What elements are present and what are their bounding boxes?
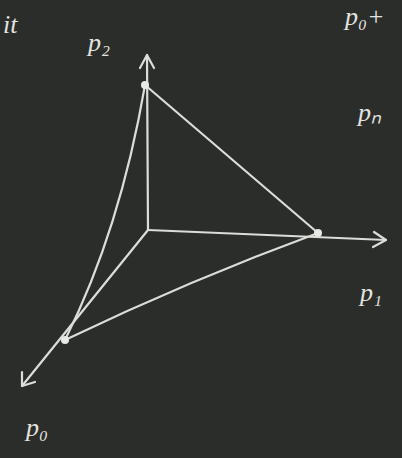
simplex-edge	[65, 85, 145, 340]
axis-label: pₙ	[358, 100, 381, 126]
axis-label: p₁	[360, 280, 382, 306]
axis-label: p₀+	[345, 4, 385, 30]
simplex-edge	[145, 85, 318, 233]
axis-label: p₀	[26, 415, 48, 441]
vertex-dot	[61, 336, 69, 344]
vertex-dot	[314, 229, 322, 237]
vertex-dot	[141, 81, 149, 89]
arrowhead	[22, 372, 35, 386]
p0-axis	[22, 230, 148, 386]
p2-axis	[147, 55, 148, 230]
arrowhead	[373, 232, 386, 247]
axis-label: it	[3, 12, 17, 38]
arrowhead	[140, 55, 154, 68]
p1-axis	[148, 230, 386, 240]
axis-label: p₂	[88, 30, 110, 56]
